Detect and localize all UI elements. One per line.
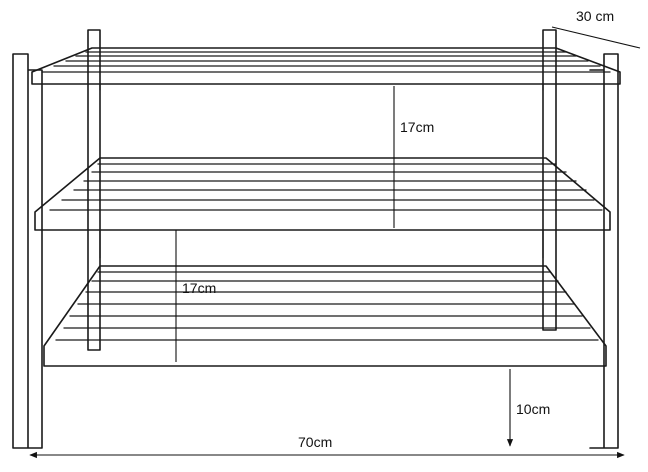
top-shelf-outline bbox=[31, 47, 621, 85]
back-right-leg bbox=[542, 29, 557, 331]
floor-clearance-dimension: 10cm bbox=[506, 369, 550, 447]
front-left-leg bbox=[12, 53, 43, 449]
lower-gap-dimension: 17cm bbox=[175, 230, 216, 362]
bottom-shelf bbox=[43, 265, 607, 367]
upper-gap-label: 17cm bbox=[400, 119, 434, 135]
middle-shelf bbox=[34, 157, 611, 259]
width-dimension: 70cm bbox=[29, 434, 625, 459]
top-shelf bbox=[31, 47, 621, 91]
depth-label: 30 cm bbox=[576, 8, 614, 24]
back-left-leg bbox=[87, 29, 101, 351]
width-label: 70cm bbox=[298, 434, 332, 450]
front-right-leg bbox=[589, 53, 619, 449]
floor-clearance-label: 10cm bbox=[516, 401, 550, 417]
bottom-shelf-outline bbox=[43, 265, 607, 367]
middle-shelf-outline bbox=[34, 157, 611, 231]
upper-gap-dimension: 17cm bbox=[393, 86, 434, 228]
lower-gap-label: 17cm bbox=[182, 280, 216, 296]
rack-legs bbox=[12, 29, 619, 449]
depth-dimension: 30 cm bbox=[551, 8, 641, 49]
depth-dimension-line bbox=[551, 26, 641, 49]
